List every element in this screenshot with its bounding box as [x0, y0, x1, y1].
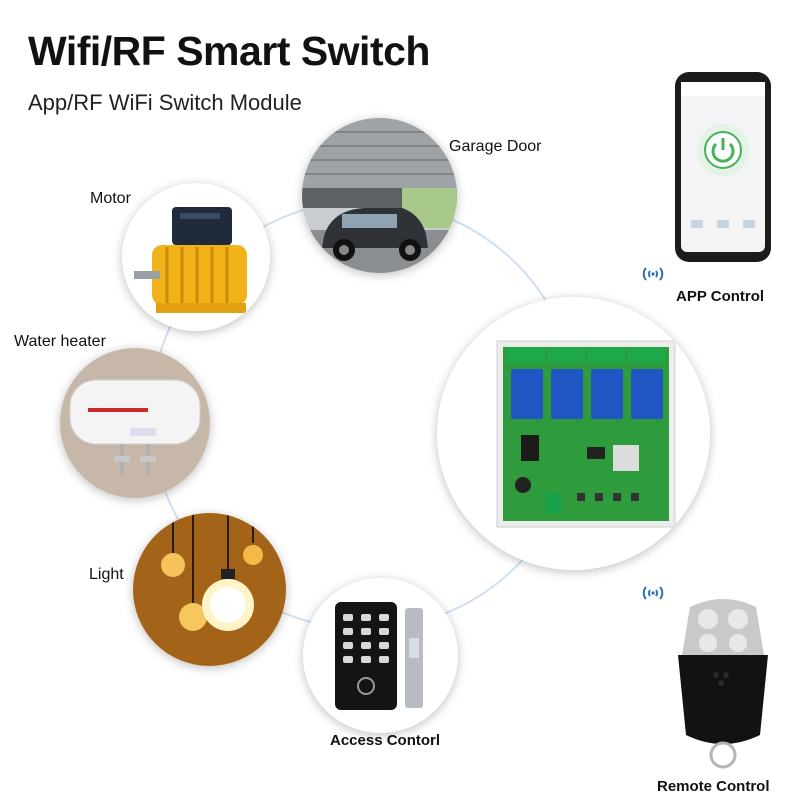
water-heater-image	[60, 348, 210, 498]
app-control-image	[673, 70, 773, 265]
app-control-label: APP Control	[676, 288, 765, 305]
access-control-image	[303, 578, 458, 733]
remote-control-image	[668, 595, 778, 775]
access-control-label: Access Contorl	[330, 732, 441, 749]
relay-module-image	[437, 297, 710, 570]
wifi-icon	[642, 263, 664, 285]
light-image	[133, 513, 286, 666]
remote-control-label: Remote Control	[657, 778, 770, 795]
garage-door-label: Garage Door	[449, 138, 542, 155]
page-subtitle: App/RF WiFi Switch Module	[28, 90, 302, 115]
wifi-icon	[642, 582, 664, 604]
water-heater-label: Water heater	[14, 333, 106, 350]
motor-image	[122, 183, 270, 331]
motor-label: Motor	[90, 190, 131, 207]
garage-door-image	[302, 118, 457, 273]
light-label: Light	[89, 566, 124, 583]
page-title: Wifi/RF Smart Switch	[28, 28, 430, 74]
